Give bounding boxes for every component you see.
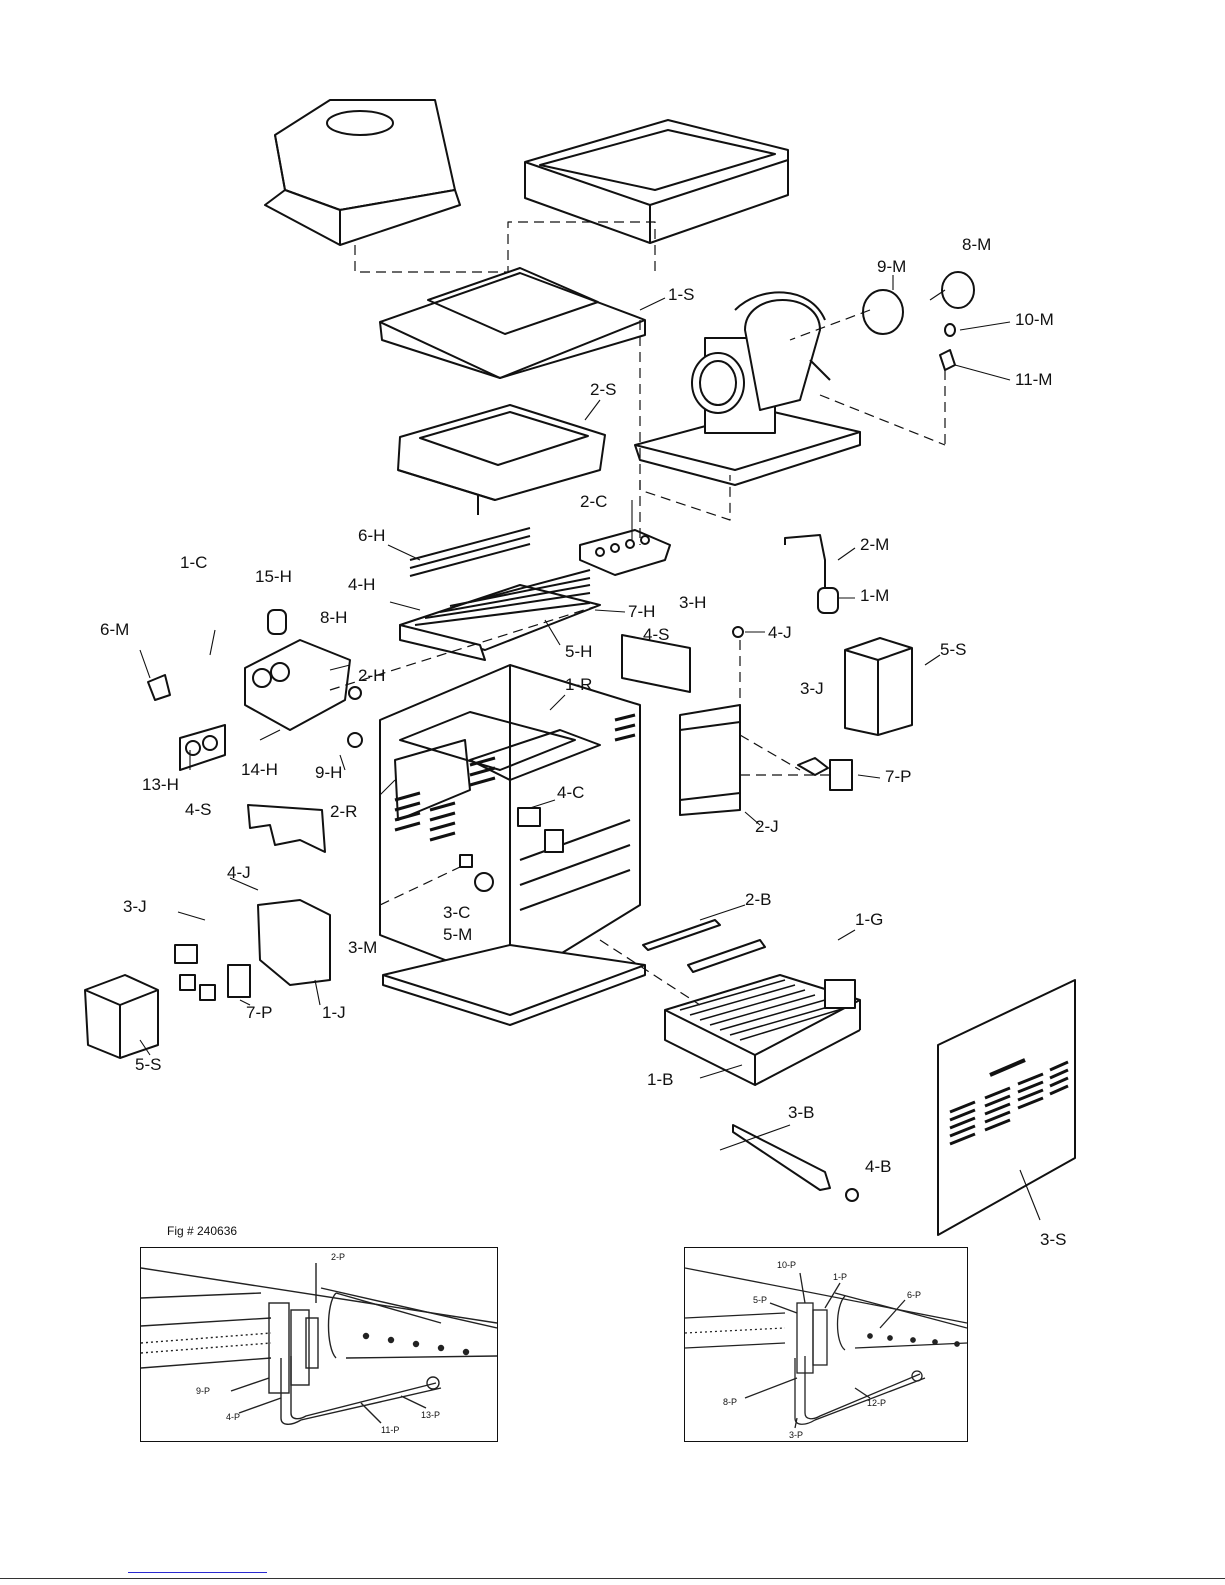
- inset-right-1-P: 1-P: [833, 1272, 847, 1282]
- flue-tray-2s: [398, 405, 605, 515]
- label-4-S-a: 4-S: [643, 625, 669, 644]
- label-14-H: 14-H: [241, 760, 278, 779]
- label-1-M: 1-M: [860, 586, 889, 605]
- inset-left-4-P: 4-P: [226, 1412, 240, 1422]
- label-9-H: 9-H: [315, 763, 342, 782]
- label-5-S-b: 5-S: [135, 1055, 161, 1074]
- label-9-M: 9-M: [877, 257, 906, 276]
- label-7-P-a: 7-P: [885, 767, 911, 786]
- inset-left-11-P: 11-P: [381, 1425, 399, 1435]
- junction-box-2j: [680, 705, 740, 815]
- panel-4s-left: [248, 805, 325, 852]
- label-3-H: 3-H: [679, 593, 706, 612]
- label-11-M: 11-M: [1015, 370, 1052, 389]
- label-8-M: 8-M: [962, 235, 991, 254]
- label-7-H: 7-H: [628, 602, 655, 621]
- burner-rails-2b: [643, 920, 765, 972]
- inset-left-drawing: 2-P 9-P 4-P 11-P 13-P: [141, 1248, 497, 1441]
- inset-left-13-P: 13-P: [421, 1410, 440, 1420]
- label-6-M: 6-M: [100, 620, 129, 639]
- heat-exchanger: [400, 528, 600, 660]
- label-3-J-a: 3-J: [800, 679, 824, 698]
- label-4-S-b: 4-S: [185, 800, 211, 819]
- inset-right-8-P: 8-P: [723, 1397, 737, 1407]
- pressure-tube-2m: [785, 535, 838, 613]
- top-lid: [525, 120, 788, 243]
- label-5-H: 5-H: [565, 642, 592, 661]
- label-3-C: 3-C: [443, 903, 470, 922]
- burner-tube-3b: [733, 1125, 858, 1201]
- label-2-C: 2-C: [580, 492, 607, 511]
- inset-right-10-P: 10-P: [777, 1260, 796, 1270]
- flue-hood: [265, 100, 460, 245]
- inset-left-9-P: 9-P: [196, 1386, 210, 1396]
- water-header-2h: [245, 610, 361, 730]
- label-2-M: 2-M: [860, 535, 889, 554]
- label-7-P-b: 7-P: [246, 1003, 272, 1022]
- label-5-S-a: 5-S: [940, 640, 966, 659]
- inset-right-3-P: 3-P: [789, 1430, 803, 1440]
- inset-left-2-P: 2-P: [331, 1252, 345, 1262]
- label-2-B: 2-B: [745, 890, 771, 909]
- inset-right-6-P: 6-P: [907, 1290, 921, 1300]
- footer-link-underline[interactable]: [128, 1572, 267, 1573]
- controls-right: [733, 627, 852, 790]
- footer-rule: [0, 1578, 1225, 1579]
- front-panel-3s: [938, 980, 1075, 1235]
- header-bar-3h: [580, 530, 670, 575]
- label-1-C: 1-C: [180, 553, 207, 572]
- label-1-G: 1-G: [855, 910, 883, 929]
- label-3-M: 3-M: [348, 938, 377, 957]
- inset-detail-right: 10-P 5-P 1-P 6-P 8-P 3-P 12-P: [684, 1247, 968, 1442]
- burner-tray-1b: [665, 975, 860, 1085]
- label-5-M: 5-M: [443, 925, 472, 944]
- side-cover-5s-right: [845, 638, 912, 735]
- figure-caption: Fig # 240636: [167, 1224, 237, 1238]
- controls-left: [175, 900, 330, 1000]
- label-4-H: 4-H: [348, 575, 375, 594]
- label-1-B: 1-B: [647, 1070, 673, 1089]
- label-2-J: 2-J: [755, 817, 779, 836]
- flue-collector-1s: [380, 268, 645, 378]
- label-4-B: 4-B: [865, 1157, 891, 1176]
- label-6-H: 6-H: [358, 526, 385, 545]
- label-4-J-b: 4-J: [227, 863, 251, 882]
- inset-right-drawing: 10-P 5-P 1-P 6-P 8-P 3-P 12-P: [685, 1248, 967, 1441]
- label-1-R: 1-R: [565, 675, 592, 694]
- label-2-S: 2-S: [590, 380, 616, 399]
- combustion-chamber: [380, 665, 645, 1025]
- inset-right-12-P: 12-P: [867, 1398, 886, 1408]
- label-1-S: 1-S: [668, 285, 694, 304]
- inset-right-5-P: 5-P: [753, 1295, 767, 1305]
- label-3-J-b: 3-J: [123, 897, 147, 916]
- side-cover-5s-left: [85, 975, 158, 1058]
- label-4-J-a: 4-J: [768, 623, 792, 642]
- label-15-H: 15-H: [255, 567, 292, 586]
- label-1-J: 1-J: [322, 1003, 346, 1022]
- label-2-H: 2-H: [358, 666, 385, 685]
- label-10-M: 10-M: [1015, 310, 1054, 329]
- label-3-S: 3-S: [1040, 1230, 1066, 1249]
- label-13-H: 13-H: [142, 775, 179, 794]
- label-8-H: 8-H: [320, 608, 347, 627]
- label-3-B: 3-B: [788, 1103, 814, 1122]
- label-2-R: 2-R: [330, 802, 357, 821]
- label-4-C: 4-C: [557, 783, 584, 802]
- inset-detail-left: 2-P 9-P 4-P 11-P 13-P: [140, 1247, 498, 1442]
